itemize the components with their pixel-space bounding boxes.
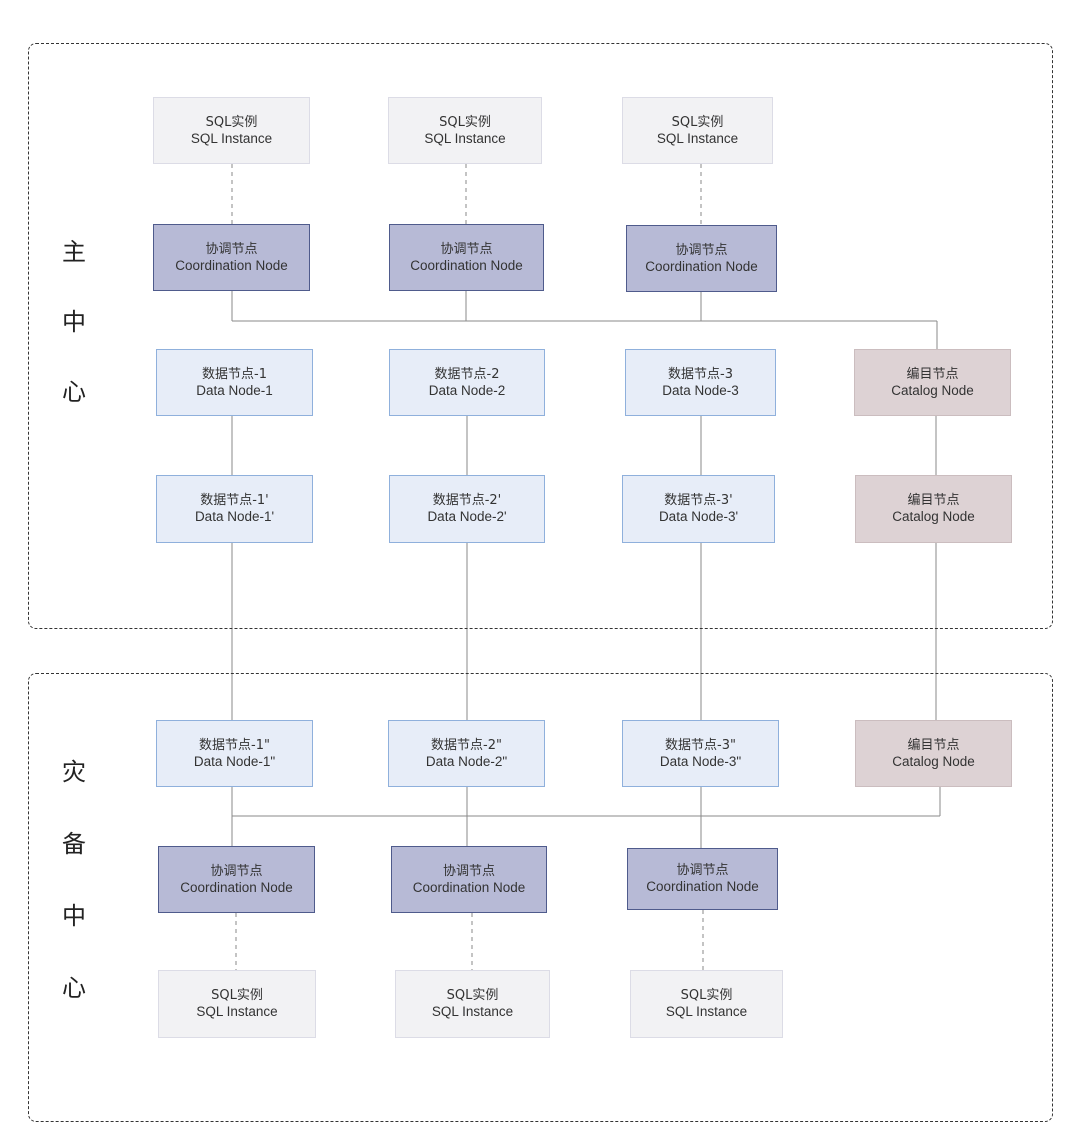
node-label-cn: 数据节点-3' [664,493,733,508]
node-label-cn: SQL实例 [680,988,733,1003]
node-label-en: SQL Instance [656,130,739,146]
node-label-en: Coordination Node [410,257,523,273]
node-label-cn: 编目节点 [907,493,960,508]
node-label-en: Data Node-1" [193,753,276,769]
coordination-node: 协调节点 Coordination Node [391,846,547,913]
node-label-en: SQL Instance [190,130,273,146]
node-label-en: Catalog Node [892,509,975,524]
node-label-cn: SQL实例 [211,988,263,1003]
data-node-backup: 数据节点-2" Data Node-2" [388,720,545,787]
data-node-replica: 数据节点-1' Data Node-1' [156,475,313,543]
node-label-en: Data Node-1' [194,509,275,524]
main-center-region [28,43,1053,629]
main-center-label: 主 中 心 [56,232,92,407]
node-label-en: Catalog Node [892,753,975,769]
node-label-cn: 数据节点-1" [199,737,270,753]
node-label-cn: 数据节点-1 [202,366,267,382]
node-label-en: Data Node-3' [658,509,739,524]
node-label-en: Data Node-3 [662,382,739,398]
node-label-en: SQL Instance [196,1004,278,1019]
coordination-node: 协调节点 Coordination Node [627,848,778,910]
node-label-cn: 协调节点 [440,241,493,257]
node-label-en: Coordination Node [412,879,526,895]
node-label-en: Coordination Node [645,258,758,274]
node-label-en: Coordination Node [175,257,288,273]
node-label-en: Data Node-2' [427,509,507,524]
data-node-backup: 数据节点-1" Data Node-1" [156,720,313,787]
data-node: 数据节点-1 Data Node-1 [156,349,313,416]
node-label-cn: 编目节点 [907,737,960,753]
backup-center-label-char: 中 [62,902,86,930]
data-node-replica: 数据节点-2' Data Node-2' [389,475,545,543]
node-label-en: SQL Instance [665,1004,748,1019]
node-label-en: Coordination Node [646,879,759,894]
node-label-cn: 协调节点 [676,863,729,878]
sql-instance-node: SQL实例 SQL Instance [630,970,783,1038]
main-center-label-char: 主 [62,238,86,266]
sql-instance-node: SQL实例 SQL Instance [388,97,542,164]
node-label-cn: 协调节点 [675,242,728,258]
backup-center-label: 灾 备 中 心 [56,752,92,1003]
node-label-cn: 数据节点-2' [432,493,502,508]
node-label-cn: 协调节点 [442,863,495,879]
node-label-cn: 数据节点-1' [200,493,269,508]
node-label-cn: 数据节点-3" [665,737,736,753]
catalog-node: 编目节点 Catalog Node [855,720,1012,787]
main-center-label-char: 心 [62,378,86,406]
node-label-en: Data Node-3" [659,753,742,769]
node-label-en: Coordination Node [180,879,293,895]
node-label-en: SQL Instance [431,1004,514,1019]
coordination-node: 协调节点 Coordination Node [626,225,777,292]
node-label-en: Data Node-2 [428,382,506,398]
node-label-en: Catalog Node [891,382,974,398]
node-label-cn: 协调节点 [210,863,263,879]
data-node: 数据节点-3 Data Node-3 [625,349,776,416]
node-label-cn: 编目节点 [906,366,959,382]
backup-center-label-char: 灾 [62,758,86,786]
node-label-cn: SQL实例 [671,114,724,130]
data-node: 数据节点-2 Data Node-2 [389,349,545,416]
catalog-node: 编目节点 Catalog Node [855,475,1012,543]
catalog-node: 编目节点 Catalog Node [854,349,1011,416]
node-label-cn: 数据节点-2 [434,366,500,382]
backup-center-label-char: 备 [62,830,86,858]
node-label-en: Data Node-2" [425,753,508,769]
main-center-label-char: 中 [62,308,86,336]
node-label-cn: SQL实例 [205,114,258,130]
node-label-cn: 协调节点 [205,241,258,257]
backup-center-label-char: 心 [62,974,86,1002]
sql-instance-node: SQL实例 SQL Instance [622,97,773,164]
node-label-cn: 数据节点-3 [668,366,733,382]
backup-center-region [28,673,1053,1122]
coordination-node: 协调节点 Coordination Node [389,224,544,291]
coordination-node: 协调节点 Coordination Node [153,224,310,291]
node-label-en: Data Node-1 [196,382,273,398]
sql-instance-node: SQL实例 SQL Instance [158,970,316,1038]
sql-instance-node: SQL实例 SQL Instance [395,970,550,1038]
data-node-replica: 数据节点-3' Data Node-3' [622,475,775,543]
sql-instance-node: SQL实例 SQL Instance [153,97,310,164]
node-label-cn: 数据节点-2" [431,737,502,753]
node-label-cn: SQL实例 [439,114,491,130]
coordination-node: 协调节点 Coordination Node [158,846,315,913]
node-label-cn: SQL实例 [446,988,499,1003]
data-node-backup: 数据节点-3" Data Node-3" [622,720,779,787]
node-label-en: SQL Instance [424,130,506,146]
